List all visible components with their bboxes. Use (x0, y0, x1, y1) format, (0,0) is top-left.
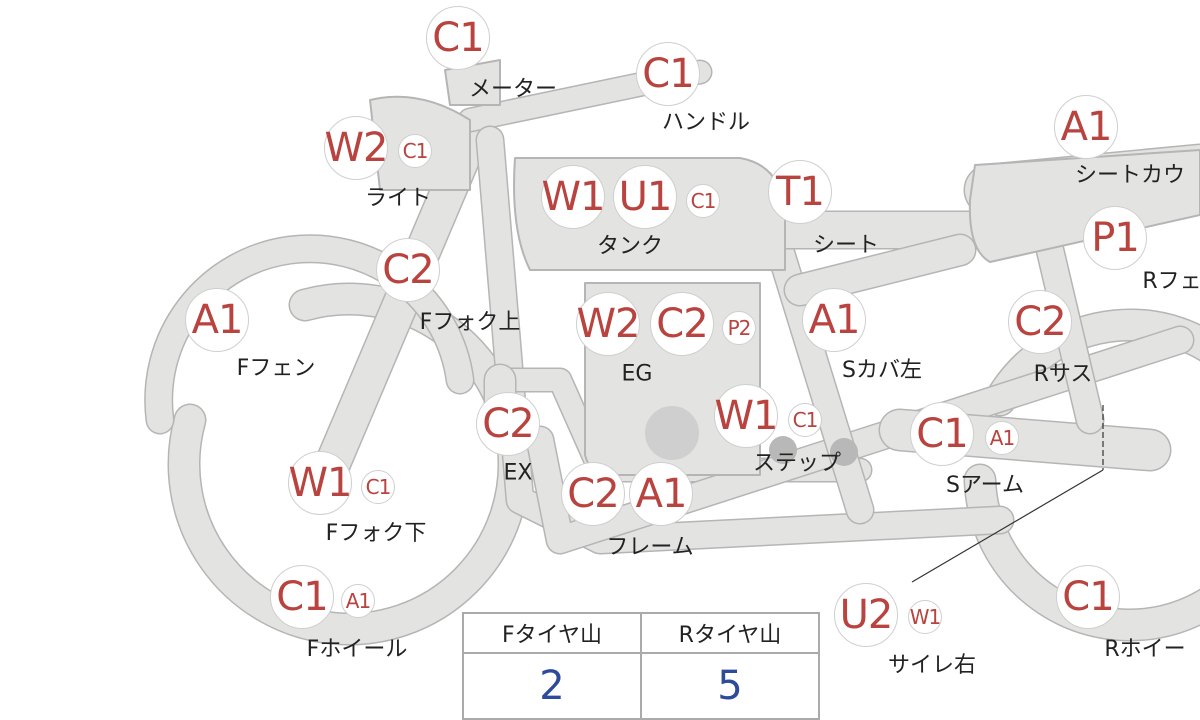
condition-code-badge: A1 (802, 288, 866, 352)
rear-tire-value: 5 (640, 652, 820, 720)
part-label: サイレ右 (887, 653, 977, 678)
condition-code-badge: W1 (714, 384, 779, 448)
step-peg-left (769, 436, 797, 464)
condition-code-badge: C1 (686, 184, 720, 218)
part-label: EG (621, 361, 653, 387)
condition-code-badge: C2 (1008, 290, 1072, 354)
part-label: ライト (364, 186, 432, 211)
step-peg-right (830, 438, 858, 466)
frame-lower (527, 327, 1193, 553)
front-tire-value: 2 (462, 652, 642, 720)
rear-wheel (965, 310, 1200, 640)
rear-tire-header: Rタイヤ山 (640, 612, 820, 654)
tire-tread-table: Fタイヤ山 Rタイヤ山 2 5 (462, 612, 820, 720)
part-label: Fフェン (236, 356, 316, 381)
part-label: ハンドル (661, 110, 751, 135)
condition-code-badge: C1 (426, 6, 490, 70)
condition-code-badge: U1 (613, 165, 677, 229)
condition-code-badge: P2 (722, 311, 756, 345)
engine-crank-cover (645, 406, 699, 460)
condition-code-badge: W2 (324, 116, 389, 180)
condition-code-badge: C2 (476, 392, 540, 456)
condition-code-badge: W2 (576, 292, 641, 356)
condition-code-badge: W1 (541, 165, 606, 229)
part-label: Rホイー (1104, 637, 1186, 662)
part-label: Rフェ (1142, 269, 1200, 294)
part-label: Fフォク下 (325, 521, 427, 546)
part-label: Fホイール (306, 637, 408, 662)
part-label: シート (812, 233, 880, 258)
condition-code-badge: A1 (185, 288, 249, 352)
condition-code-badge: C1 (636, 42, 700, 106)
condition-code-badge: C2 (650, 292, 714, 356)
condition-code-badge: W1 (288, 451, 353, 515)
part-label: Sアーム (946, 473, 1024, 498)
part-label: Sカバ左 (842, 358, 922, 383)
condition-code-badge: A1 (1054, 95, 1118, 159)
condition-code-badge: A1 (629, 462, 693, 526)
rear-shock (1037, 237, 1103, 433)
condition-code-badge: C1 (788, 403, 822, 437)
condition-code-badge: A1 (985, 421, 1019, 455)
part-label: Fフォク上 (419, 310, 521, 335)
condition-code-badge: C1 (361, 470, 395, 504)
condition-code-badge: C1 (270, 565, 334, 629)
condition-code-badge: C2 (561, 462, 625, 526)
condition-code-badge: W1 (908, 600, 942, 634)
side-cover (785, 235, 975, 305)
condition-code-badge: A1 (341, 584, 375, 618)
part-label: メーター (468, 77, 558, 102)
condition-code-badge: C1 (910, 402, 974, 466)
condition-code-badge: U2 (834, 583, 898, 647)
part-label: シートカウ (1074, 163, 1186, 188)
leader-line (911, 469, 1104, 583)
condition-code-badge: C1 (1056, 565, 1120, 629)
front-tire-header: Fタイヤ山 (462, 612, 642, 654)
part-label: Rサス (1033, 362, 1093, 387)
part-label: ステップ (752, 451, 842, 476)
condition-code-badge: P1 (1083, 206, 1147, 270)
part-label: タンク (596, 234, 664, 259)
meter (444, 59, 501, 106)
front-fork (313, 123, 487, 487)
condition-code-badge: C1 (398, 134, 432, 168)
condition-code-badge: C2 (376, 238, 440, 302)
front-fender (145, 235, 473, 433)
part-label: EX (503, 460, 533, 486)
condition-code-badge: T1 (768, 160, 832, 224)
part-label: フレーム (606, 535, 694, 560)
